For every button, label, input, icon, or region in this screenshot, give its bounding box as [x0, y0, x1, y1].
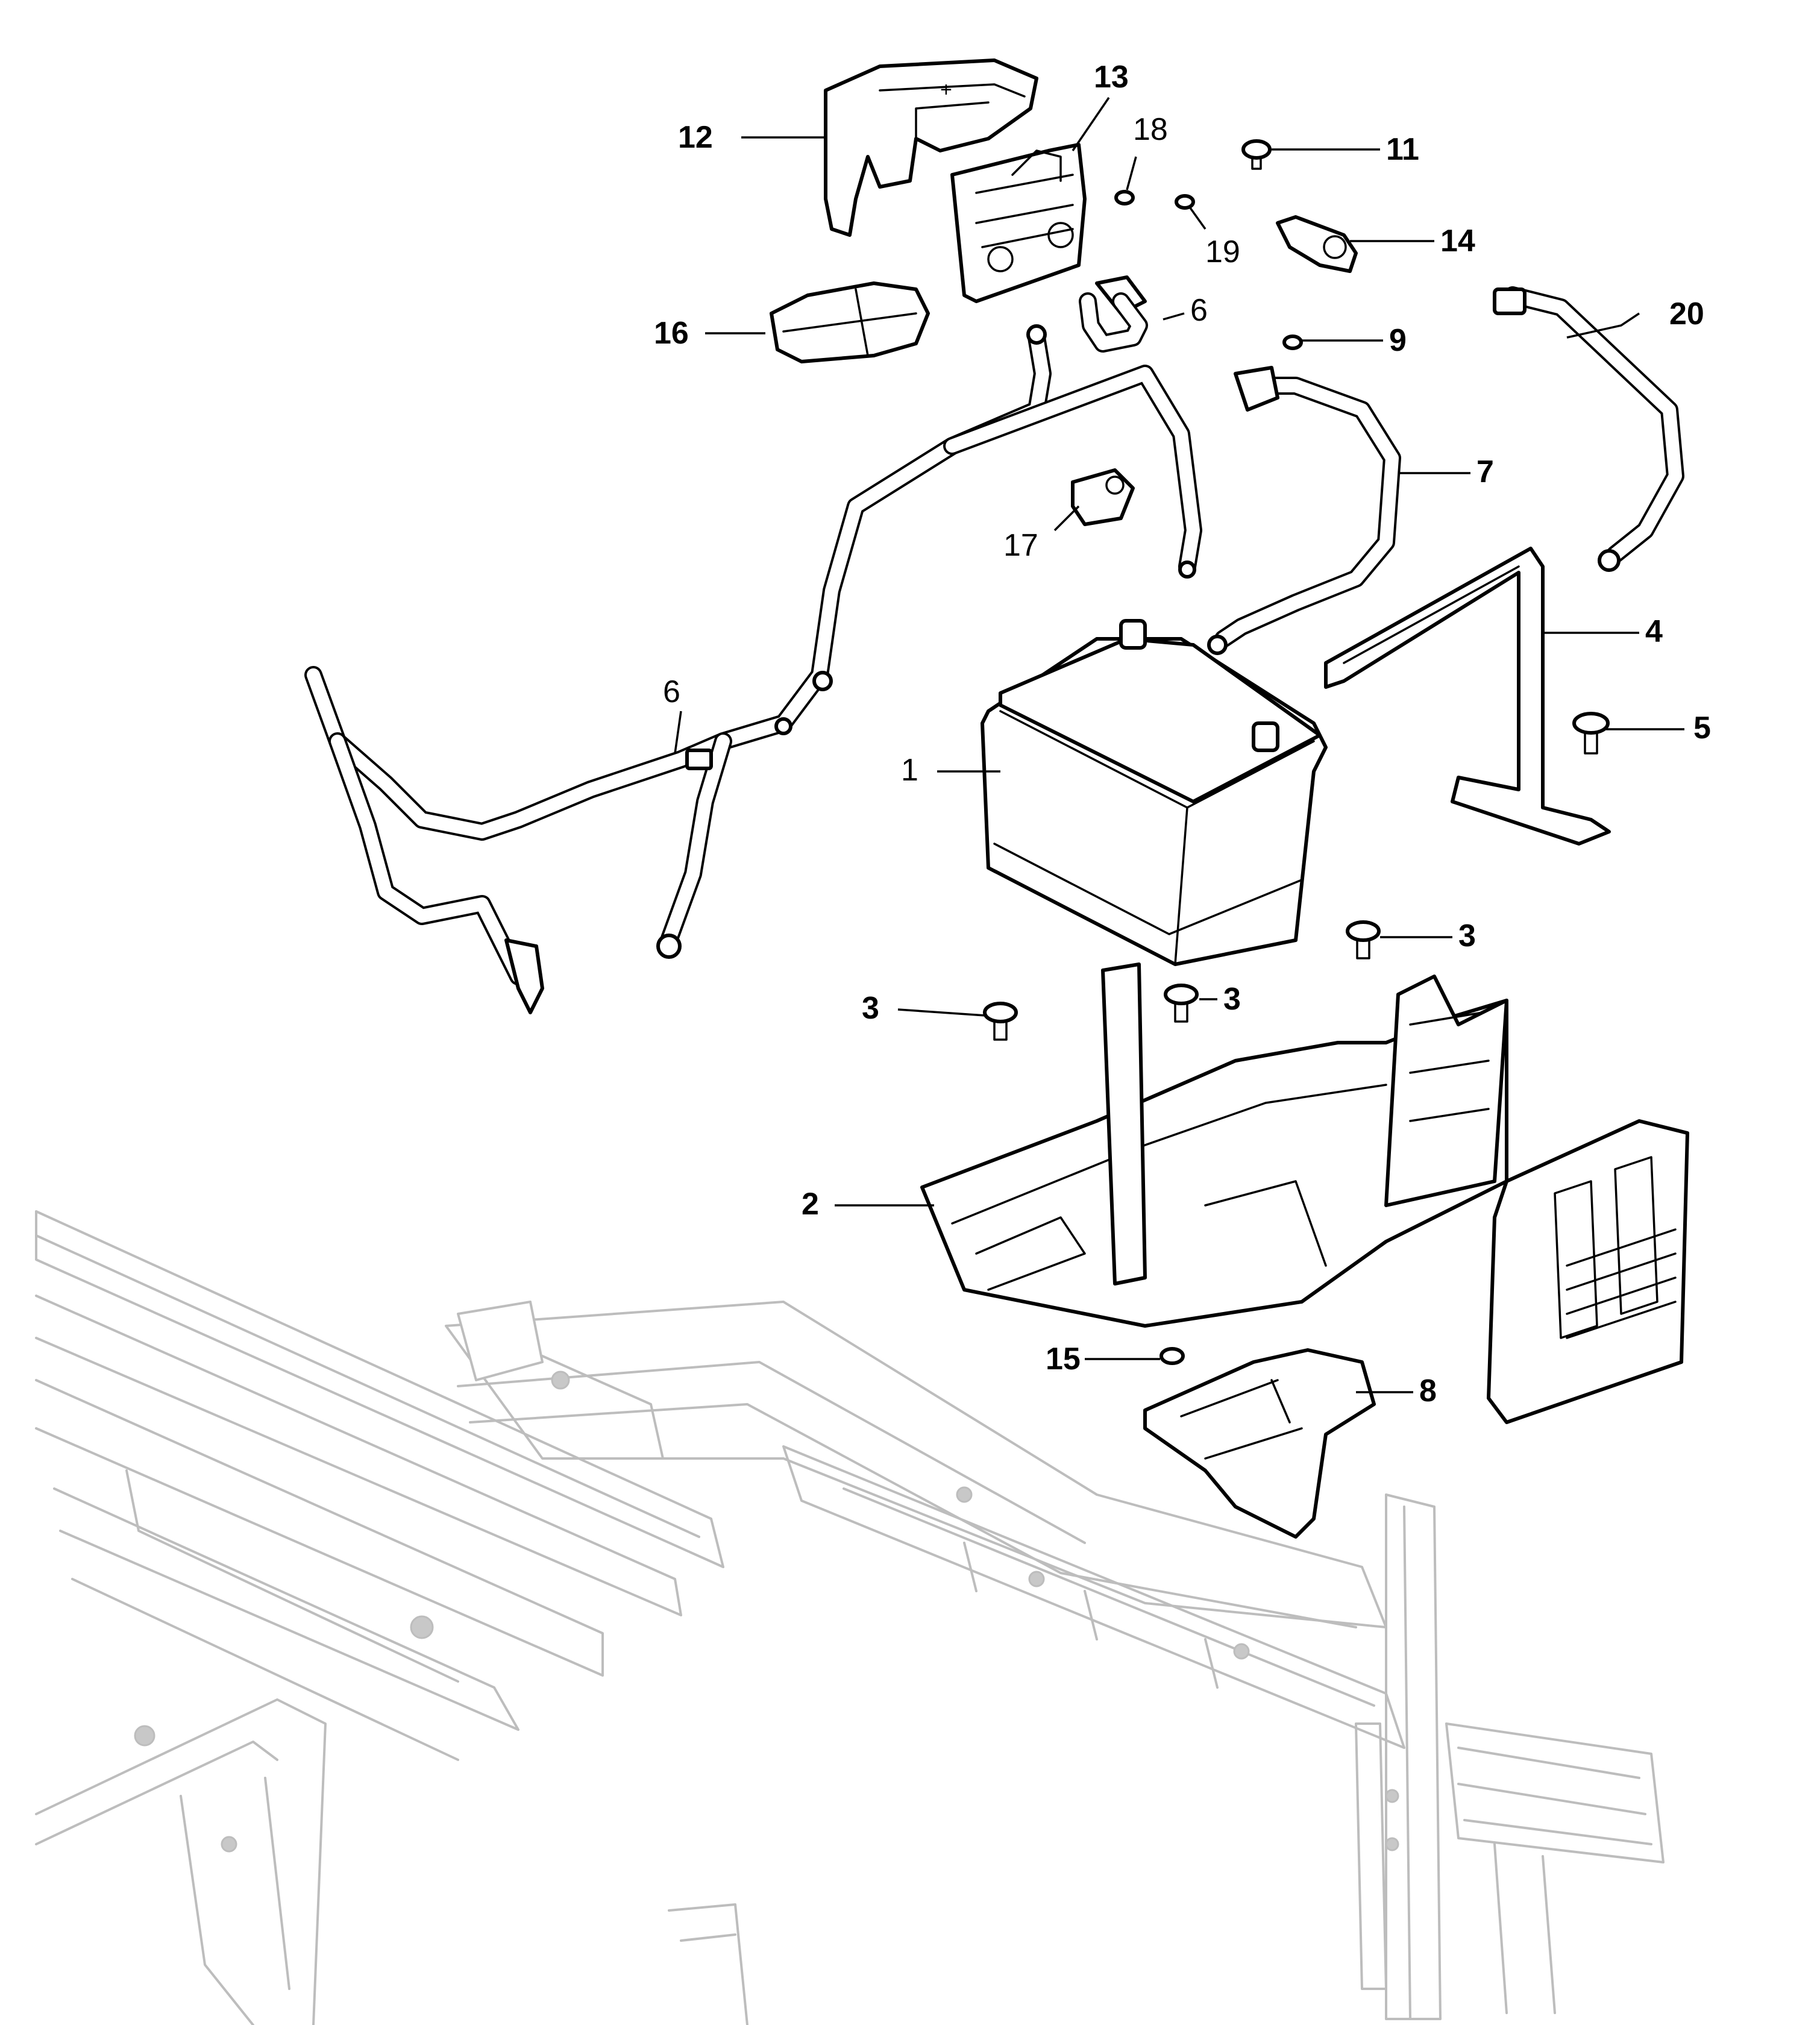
callout-4: 4	[1645, 614, 1663, 649]
part-15-nut	[1159, 1347, 1185, 1365]
part-4-hold-down-bracket	[1324, 547, 1611, 846]
part-3-bolt-b	[1164, 984, 1199, 1023]
part-12-terminal-cover: +	[824, 58, 1038, 237]
callout-9: 9	[1389, 323, 1407, 358]
callout-3-middle: 3	[1223, 982, 1241, 1017]
part-13-fuse-box	[950, 143, 1087, 303]
callout-16: 16	[654, 316, 689, 351]
part-9-nut	[1282, 334, 1303, 350]
callout-19: 19	[1205, 234, 1240, 269]
part-3-bolt-c	[983, 1002, 1018, 1041]
part-1-battery	[981, 619, 1328, 966]
svg-text:+: +	[940, 78, 952, 101]
callout-3-right: 3	[1458, 918, 1476, 953]
part-17-sensor	[1071, 468, 1135, 526]
control-module	[1487, 1119, 1689, 1424]
callout-8: 8	[1419, 1374, 1437, 1408]
callout-13: 13	[1094, 60, 1129, 95]
part-8-support-bracket	[1143, 1348, 1376, 1539]
part-5-bolt	[1572, 712, 1610, 755]
part-19-nut	[1175, 194, 1195, 210]
part-11-bolt	[1241, 139, 1272, 170]
part-3-bolt-a	[1346, 920, 1381, 959]
part-20-ground-cable	[1493, 286, 1684, 572]
vehicle-frame-ghost	[35, 1210, 1665, 2025]
callout-12: 12	[678, 120, 713, 155]
callout-6-upper: 6	[1190, 293, 1208, 328]
callout-labels: 1 2 3 3 3 4 5 6 6 7 8 9 11 12 13 14 15 1…	[654, 60, 1711, 1408]
callout-14: 14	[1440, 224, 1475, 259]
callout-1: 1	[901, 753, 918, 788]
callout-17: 17	[1003, 528, 1038, 563]
callout-2: 2	[802, 1187, 819, 1222]
callout-7: 7	[1476, 454, 1494, 489]
part-6-main-harness	[304, 275, 1202, 1014]
part-16-cover	[770, 281, 930, 363]
callout-5: 5	[1693, 711, 1711, 746]
part-18-nut	[1114, 190, 1135, 206]
callout-15: 15	[1046, 1342, 1081, 1377]
part-2-battery-tray	[920, 962, 1508, 1328]
part-14-terminal-clamp	[1276, 215, 1358, 273]
leader-lines	[674, 97, 1684, 1393]
callout-20: 20	[1669, 297, 1704, 331]
callout-11: 11	[1386, 132, 1419, 167]
callout-6-lower: 6	[663, 674, 680, 709]
part-7-positive-cable	[1207, 366, 1401, 655]
callout-18: 18	[1133, 112, 1168, 147]
callout-3-left: 3	[862, 991, 879, 1026]
